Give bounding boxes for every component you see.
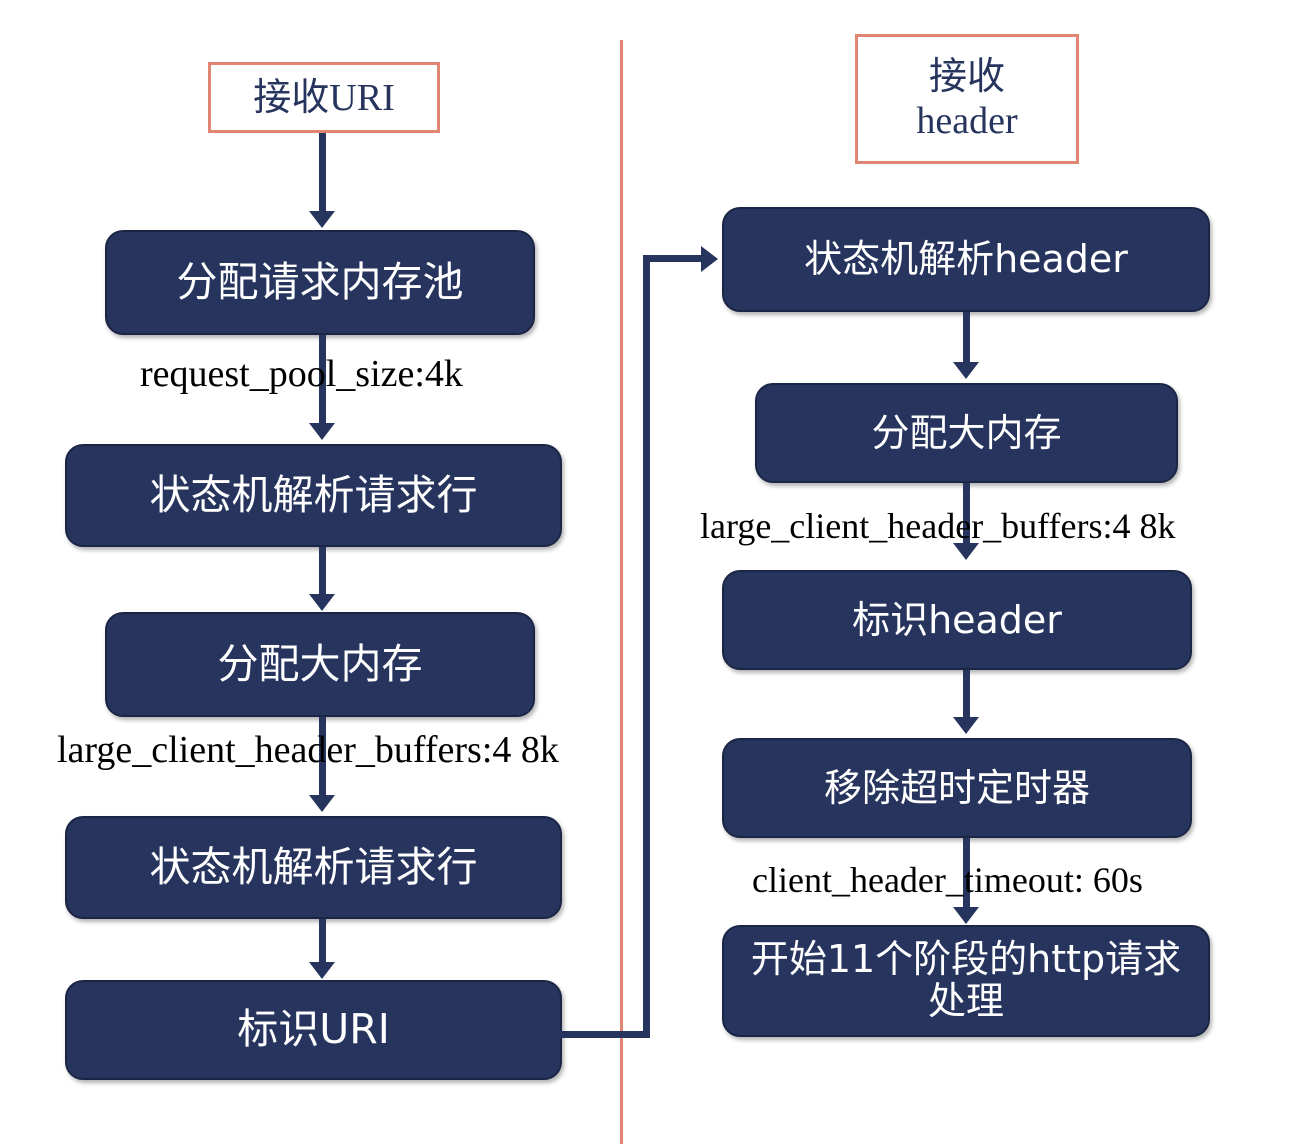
column-divider [620, 40, 623, 1144]
connector-r4-to-r5 [963, 838, 970, 910]
arrowhead-cross-connector [701, 246, 718, 272]
left-header-cjk: 接收 [253, 74, 330, 119]
note-large-client-header-buffers-left: large_client_header_buffers:4 8k [57, 729, 559, 771]
process-box-remove-timeout-timer[interactable]: 移除超时定时器 [722, 738, 1192, 838]
process-label: 分配大内存 [871, 410, 1062, 455]
process-box-parse-request-line-2[interactable]: 状态机解析请求行 [65, 816, 562, 919]
process-label: 状态机解析header [804, 237, 1128, 282]
process-label: 分配请求内存池 [176, 257, 464, 306]
arrowhead-r3-to-r4 [953, 717, 979, 734]
arrowhead-l3-to-l4 [309, 795, 335, 812]
arrowhead-r1-to-r2 [953, 362, 979, 379]
process-box-identify-header[interactable]: 标识header [722, 570, 1192, 670]
cross-connector-segment-horizontal-bottom [560, 1031, 650, 1038]
process-label: 标识URI [237, 1005, 390, 1054]
process-label-line2: 处理 [927, 979, 1004, 1023]
arrowhead-r4-to-r5 [953, 907, 979, 924]
right-column-header-box: 接收 header [855, 34, 1079, 164]
left-header-latin: URI [329, 76, 395, 119]
connector-l4-to-l5 [319, 919, 326, 965]
connector-l3-to-l4 [319, 717, 326, 797]
connector-r2-to-r3 [963, 483, 970, 545]
process-label: 标识header [852, 597, 1062, 642]
process-label: 状态机解析请求行 [149, 842, 478, 891]
connector-l2-to-l3 [319, 547, 326, 597]
process-box-parse-header[interactable]: 状态机解析header [722, 207, 1210, 312]
process-box-start-http-phases[interactable]: 开始11个阶段的http请求 处理 [722, 925, 1210, 1037]
arrowhead-l2-to-l3 [309, 594, 335, 611]
arrowhead-r2-to-r3 [953, 543, 979, 560]
process-label-line1: 开始11个阶段的http请求 [750, 937, 1182, 982]
connector-l1-to-l2 [319, 335, 326, 425]
arrowhead-l1-to-l2 [309, 423, 335, 440]
arrowhead-l4-to-l5 [309, 962, 335, 979]
note-request-pool-size: request_pool_size:4k [140, 353, 463, 395]
cross-connector-segment-vertical [643, 257, 650, 1038]
process-box-identify-uri[interactable]: 标识URI [65, 980, 562, 1080]
arrowhead-left-header-to-l1 [309, 211, 335, 228]
connector-r3-to-r4 [963, 670, 970, 720]
connector-r1-to-r2 [963, 312, 970, 364]
process-label: 状态机解析请求行 [149, 470, 478, 519]
process-box-parse-request-line-1[interactable]: 状态机解析请求行 [65, 444, 562, 547]
right-header-line1: 接收 [928, 54, 1005, 99]
process-box-allocate-large-memory-right[interactable]: 分配大内存 [755, 383, 1178, 483]
left-column-header-box: 接收URI [208, 62, 440, 133]
connector-left-header-to-l1 [319, 133, 326, 213]
process-label: 移除超时定时器 [823, 765, 1090, 810]
note-client-header-timeout: client_header_timeout: 60s [752, 860, 1143, 900]
right-header-line2: header [916, 100, 1018, 142]
cross-connector-segment-horizontal-top [643, 255, 703, 262]
process-box-allocate-large-memory-left[interactable]: 分配大内存 [105, 612, 535, 717]
process-box-allocate-request-pool[interactable]: 分配请求内存池 [105, 230, 535, 335]
note-large-client-header-buffers-right: large_client_header_buffers:4 8k [700, 506, 1176, 546]
process-label: 分配大内存 [217, 639, 423, 688]
